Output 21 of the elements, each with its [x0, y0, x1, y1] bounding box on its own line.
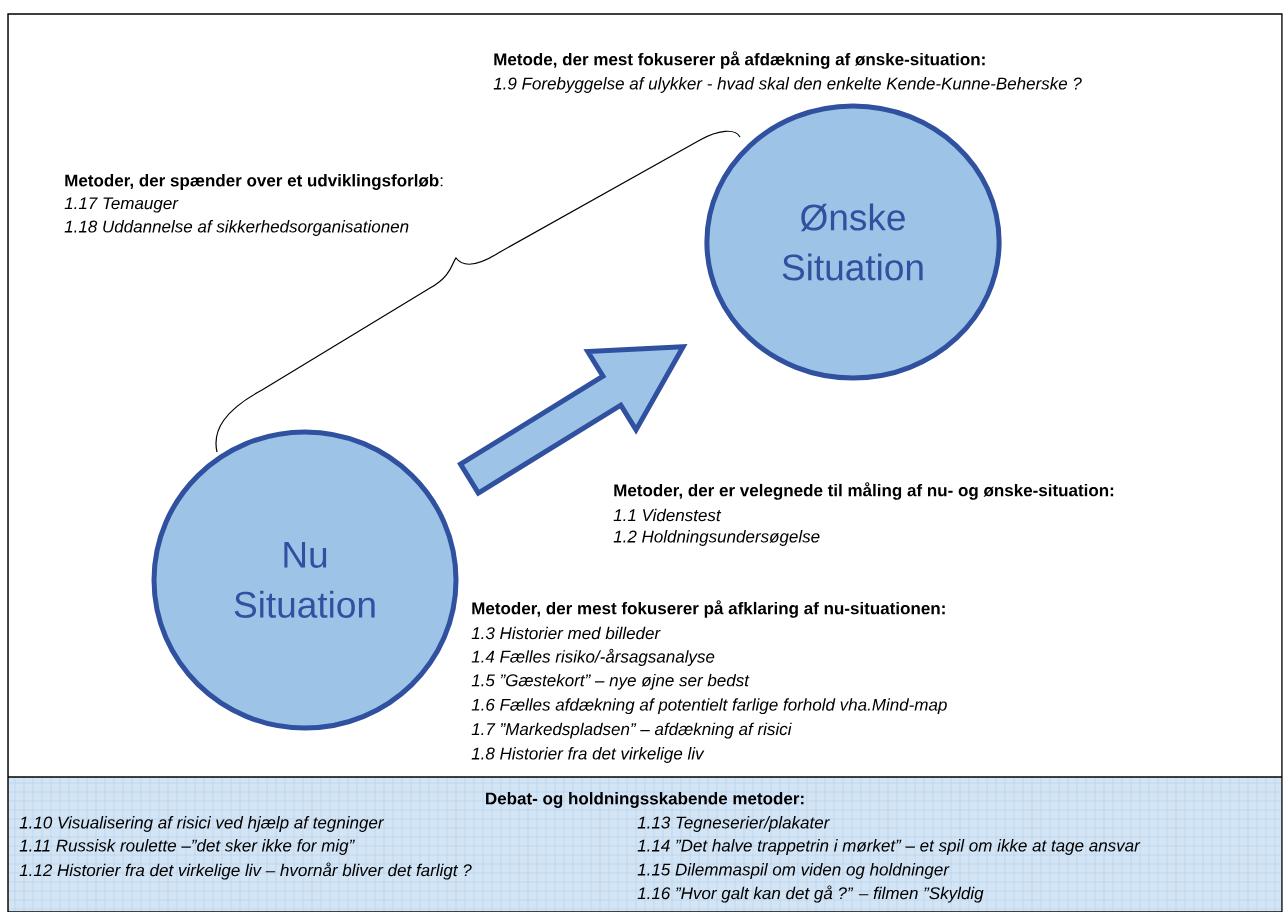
method-item: 1.6 Fælles afdækning af potentielt farlige forhold vha.Mind-map	[471, 698, 947, 715]
method-item: 1.8 Historier fra det virkelige liv	[471, 747, 705, 763]
method-item: 1.2 Holdningsundersøgelse	[613, 530, 820, 546]
panel-heading: Debat- og holdningsskabende metoder:	[486, 792, 804, 808]
method-item: 1.11 Russisk roulette –”det sker ikke for mig”	[19, 839, 355, 855]
method-item: 1.4 Fælles risiko/-årsagsanalyse	[471, 648, 715, 666]
method-item: 1.1 Videnstest	[613, 508, 722, 522]
section-heading: Metoder, der spænder over et udviklingsforløb:	[65, 174, 443, 190]
section-heading: Metoder, der mest fokuserer på afklaring af nu-situationen:	[472, 600, 945, 618]
method-item: 1.18 Uddannelse af sikkerhedsorganisationen	[64, 220, 409, 236]
method-item: 1.17 Temauger	[64, 197, 179, 213]
method-item: 1.15 Dilemmaspil om viden og holdninger	[637, 863, 950, 879]
method-item: 1.13 Tegneserier/plakater	[637, 816, 830, 832]
method-item: 1.16 ”Hvor galt kan det gå ?” – filmen ”Skyldig	[637, 885, 984, 903]
section-heading: Metoder, der er velegnede til måling af nu- og ønske-situation:	[614, 482, 1114, 500]
methods-panel	[7, 776, 1283, 912]
method-item: 1.10 Visualisering af risici ved hjælp af tegninger	[19, 816, 385, 832]
method-item: 1.14 ”Det halve trappetrin i mørket” – et spil om ikke at tage ansvar	[637, 839, 1141, 855]
section-heading: Metode, der mest fokuserer på afdækning af ønske-situation:	[494, 51, 985, 69]
method-item: 1.12 Historier fra det virkelige liv – hvornår bliver det farligt ?	[19, 862, 472, 880]
method-item: 1.7 ”Markedspladsen” – afdækning af risici	[471, 722, 792, 739]
